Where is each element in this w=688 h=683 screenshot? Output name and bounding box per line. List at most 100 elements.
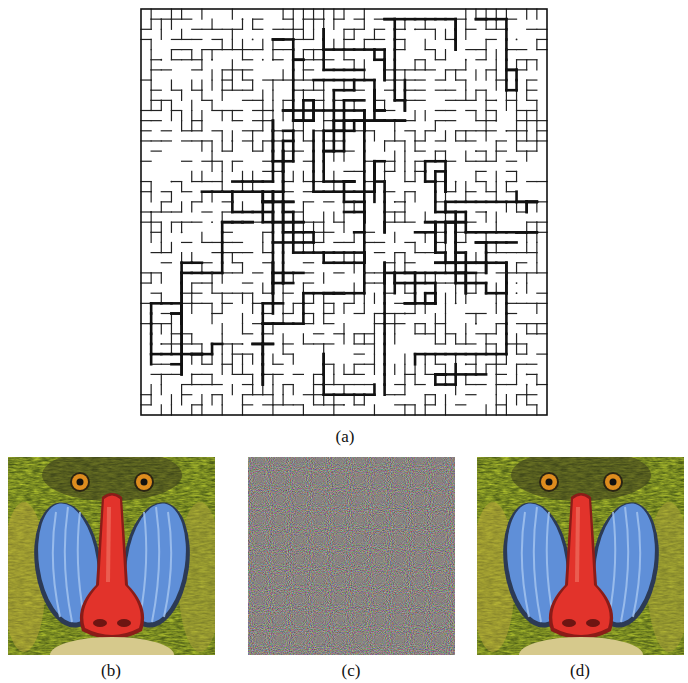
maze-wall	[333, 171, 334, 181]
maze-wall	[313, 50, 314, 60]
maze-wall	[364, 131, 365, 141]
maze-wall	[151, 39, 152, 49]
maze-path	[446, 373, 456, 376]
maze-path	[180, 354, 183, 364]
maze-wall	[192, 181, 202, 182]
maze-path	[272, 303, 275, 313]
maze-wall	[344, 201, 354, 202]
maze-wall	[141, 222, 151, 223]
maze-path	[171, 312, 181, 315]
maze-wall	[323, 314, 324, 324]
maze-wall	[344, 171, 354, 172]
maze-path	[312, 232, 315, 242]
maze-wall	[222, 39, 223, 49]
maze-wall	[242, 395, 243, 405]
maze-wall	[415, 282, 425, 283]
maze-path	[354, 99, 364, 102]
maze-wall	[151, 374, 161, 375]
maze-wall	[455, 283, 456, 293]
maze-wall	[192, 404, 202, 405]
maze-path	[405, 302, 415, 305]
maze-wall	[303, 293, 304, 303]
maze-wall	[496, 384, 506, 385]
maze-wall	[243, 222, 253, 223]
maze-wall	[343, 192, 344, 202]
maze-path	[334, 292, 344, 295]
maze-path	[363, 253, 366, 263]
maze-path	[435, 373, 445, 376]
maze-wall	[323, 121, 324, 131]
maze-wall	[354, 354, 364, 355]
maze-wall	[192, 303, 202, 304]
maze-wall	[374, 29, 384, 30]
maze-wall	[537, 29, 547, 30]
maze-path	[312, 111, 315, 121]
maze-path	[373, 182, 376, 192]
maze-wall	[536, 253, 537, 263]
maze-path	[374, 119, 384, 122]
maze-path	[466, 272, 476, 275]
maze-path	[324, 251, 334, 254]
maze-wall	[283, 293, 293, 294]
maze-wall	[466, 222, 476, 223]
maze-wall	[202, 211, 212, 212]
maze-wall	[526, 273, 527, 283]
maze-wall	[486, 283, 487, 293]
maze-wall	[272, 161, 273, 171]
maze-path	[354, 292, 364, 295]
maze-wall	[435, 59, 445, 60]
maze-path	[456, 272, 466, 275]
maze-path	[456, 272, 466, 275]
maze-wall	[181, 303, 182, 313]
maze-path	[363, 253, 366, 263]
maze-path	[363, 121, 366, 131]
maze-wall	[486, 130, 496, 131]
maze-figure	[141, 9, 547, 415]
maze-path	[444, 202, 447, 212]
maze-wall	[141, 303, 151, 304]
maze-path	[404, 100, 407, 110]
maze-wall	[211, 80, 212, 90]
maze-path	[476, 282, 486, 285]
maze-path	[344, 251, 354, 254]
maze-wall	[192, 90, 202, 91]
maze-wall	[384, 354, 385, 364]
maze-wall	[272, 90, 273, 100]
maze-wall	[211, 141, 212, 151]
maze-wall	[415, 140, 425, 141]
maze-wall	[435, 364, 445, 365]
maze-wall	[293, 29, 303, 30]
maze-wall	[384, 100, 385, 110]
maze-path	[527, 201, 537, 204]
maze-path	[435, 272, 445, 275]
maze-path	[425, 221, 435, 224]
maze-path	[446, 211, 456, 214]
maze-path	[334, 150, 344, 153]
maze-wall	[445, 131, 446, 141]
maze-path	[211, 344, 214, 354]
maze-path	[505, 344, 508, 354]
maze-wall	[415, 171, 425, 172]
maze-wall	[314, 374, 324, 375]
maze-path	[506, 231, 516, 234]
maze-wall	[354, 252, 364, 253]
maze-path	[272, 121, 275, 131]
maze-wall	[526, 232, 527, 242]
maze-wall	[446, 110, 456, 111]
maze-wall	[516, 141, 517, 151]
maze-wall	[486, 120, 496, 121]
maze-wall	[466, 49, 476, 50]
maze-wall	[446, 69, 456, 70]
maze-path	[272, 141, 275, 151]
maze-path	[363, 141, 366, 151]
maze-path	[446, 221, 456, 224]
maze-wall	[171, 333, 181, 334]
maze-wall	[517, 262, 527, 263]
maze-path	[434, 222, 437, 232]
maze-wall	[212, 313, 222, 314]
maze-path	[212, 343, 222, 346]
maze-wall	[435, 282, 445, 283]
maze-path	[354, 79, 364, 82]
maze-wall	[313, 29, 314, 39]
maze-wall	[171, 9, 172, 19]
